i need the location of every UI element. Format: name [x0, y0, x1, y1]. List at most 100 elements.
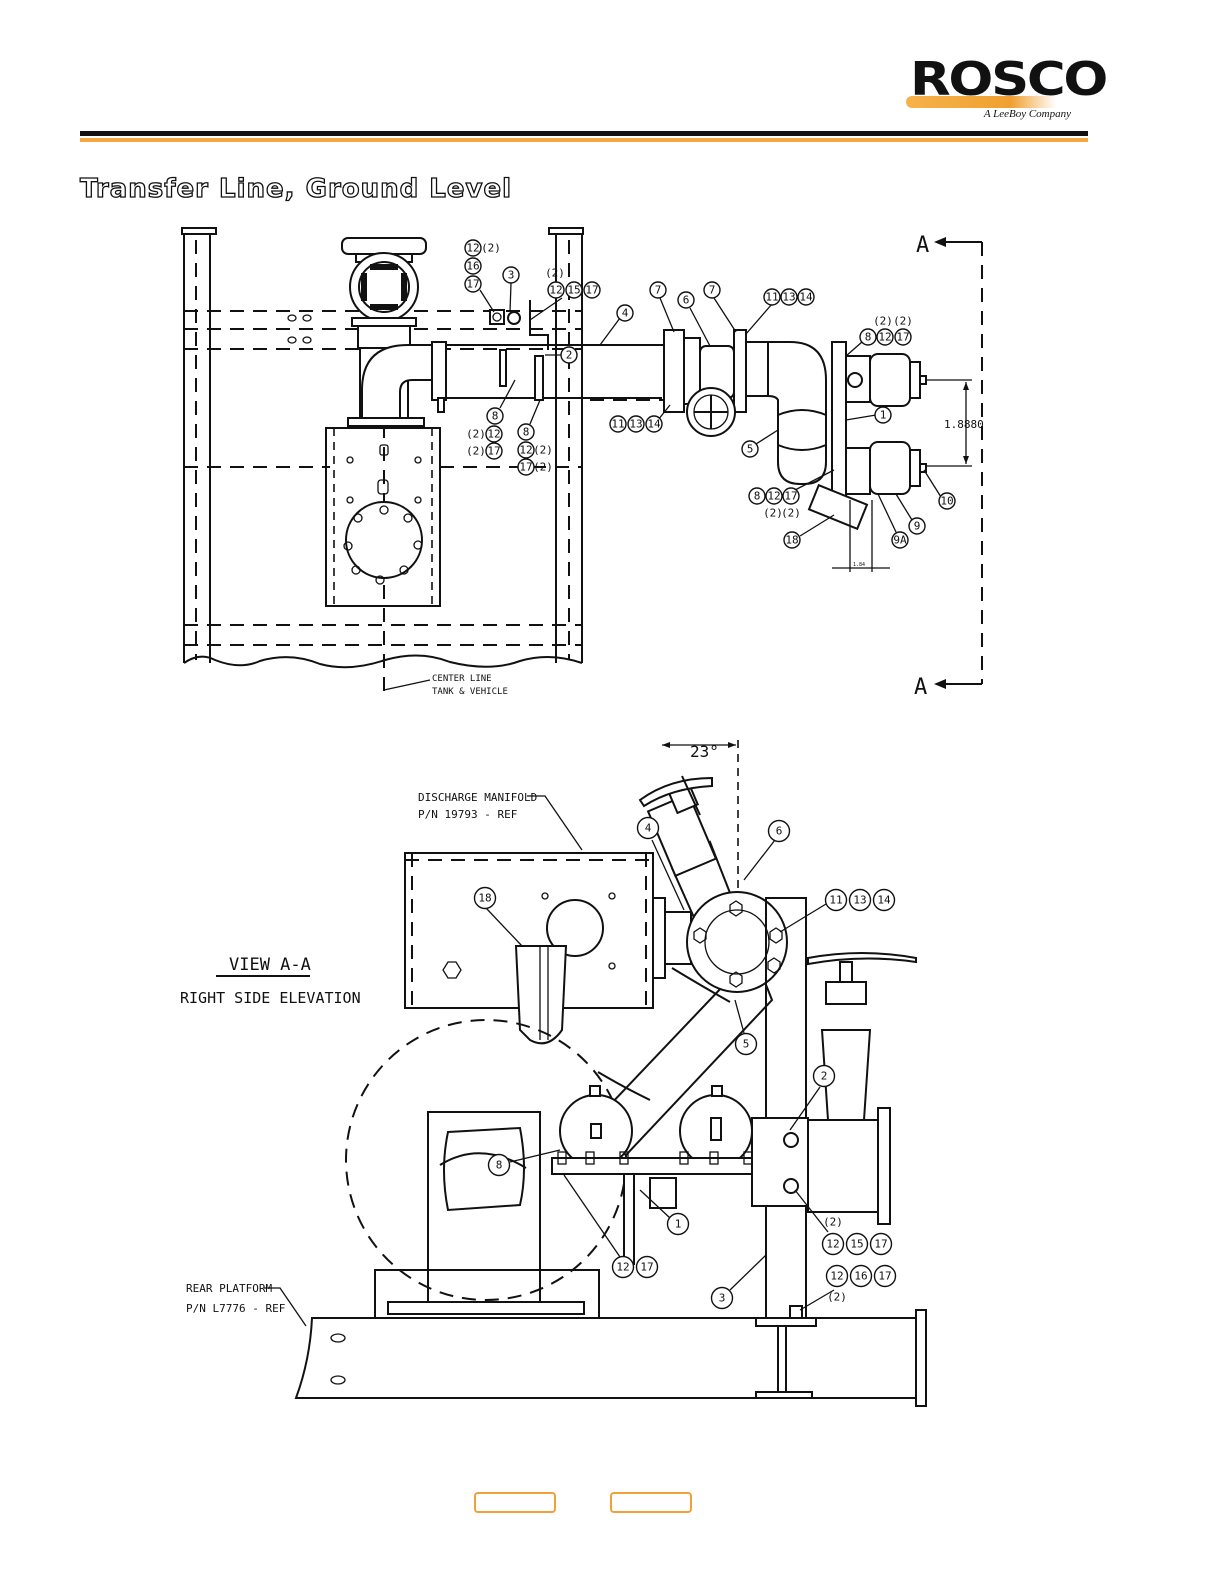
callout-text: 12 [830, 1270, 843, 1283]
callout-bubble: (2) [763, 507, 783, 520]
callout-circle [797, 288, 815, 306]
callout-bubble: 6 [767, 819, 791, 843]
callout-bubble: (2) [893, 315, 913, 328]
callout-text: 17 [487, 445, 500, 458]
callout-bubble: (2) [466, 428, 486, 441]
callout-text: 14 [647, 418, 661, 431]
callout-circle [547, 281, 565, 299]
callout-text: 15 [850, 1238, 863, 1251]
callout-text: 1 [880, 409, 887, 422]
callout-bubble: 17 [464, 275, 482, 293]
callout-circle [486, 407, 504, 425]
callout-text: 12 [549, 284, 562, 297]
callout-text: 11 [611, 418, 624, 431]
callout-text: 6 [683, 294, 690, 307]
dimension-small: 1.84 [853, 562, 865, 568]
callout-circle [741, 440, 759, 458]
callout-circle [908, 517, 926, 535]
callout-circle [849, 1264, 873, 1288]
callout-circle [874, 406, 892, 424]
callout-bubble: 11 [609, 415, 627, 433]
callout-text: 14 [877, 894, 891, 907]
gate-valve-handwheel [341, 237, 427, 349]
angle-23: 23° [690, 742, 719, 761]
callout-text: 5 [743, 1038, 750, 1051]
callout-bubble: 8 [486, 407, 504, 425]
callout-text: 13 [629, 418, 642, 431]
callout-circle [938, 492, 956, 510]
callout-circle [611, 1255, 635, 1279]
callout-text: 8 [492, 410, 499, 423]
section-mark-a-bottom: A [914, 675, 927, 700]
callout-text: 12 [487, 428, 500, 441]
callout-text: (2) [827, 1291, 847, 1304]
callout-bubble: 1 [874, 406, 892, 424]
callout-text: (2) [481, 242, 501, 255]
callout-bubble: 12 [825, 1264, 849, 1288]
callout-circle [636, 816, 660, 840]
callout-bubble: (2) [481, 242, 501, 255]
callout-text: (2) [466, 445, 486, 458]
callout-bubble: 8 [517, 423, 535, 441]
callout-text: (2) [823, 1216, 843, 1229]
callout-text: 2 [566, 349, 573, 362]
callout-text: 4 [622, 307, 629, 320]
callout-circle [765, 487, 783, 505]
callout-text: (2) [545, 267, 565, 280]
callout-bubble: (2) [873, 315, 893, 328]
callout-text: 12 [826, 1238, 839, 1251]
callout-bubble: (2) [827, 1291, 847, 1304]
callout-circle [473, 886, 497, 910]
callout-bubble: 9A [891, 531, 909, 549]
callout-bubble: 8 [859, 328, 877, 346]
callout-text: 8 [496, 1159, 503, 1172]
callout-text: (2) [763, 507, 783, 520]
callout-text: 12 [616, 1261, 629, 1274]
callout-bubble: 12 [611, 1255, 635, 1279]
callout-text: 1 [675, 1218, 682, 1231]
callout-circle [616, 304, 634, 322]
callout-circle [782, 487, 800, 505]
callout-text: 7 [709, 284, 716, 297]
callout-circle [845, 1232, 869, 1256]
callout-circle [464, 275, 482, 293]
callout-bubble: 16 [849, 1264, 873, 1288]
callout-circle [635, 1255, 659, 1279]
callout-circle [517, 441, 535, 459]
callout-bubble: 8 [487, 1153, 511, 1177]
prev-page-button[interactable] [474, 1492, 556, 1513]
logo-swoosh [906, 96, 1056, 108]
callout-bubble: 3 [502, 266, 520, 284]
callout-circle [677, 291, 695, 309]
callout-circle [649, 281, 667, 299]
callout-bubble: 12 [821, 1232, 845, 1256]
callout-text: 14 [799, 291, 813, 304]
callout-circle [873, 1264, 897, 1288]
next-page-button[interactable] [610, 1492, 692, 1513]
callout-text: (2) [533, 444, 553, 457]
section-mark-a-top: A [916, 233, 929, 258]
callout-bubble: 2 [560, 346, 578, 364]
transfer-pipe-top [361, 300, 827, 485]
callout-text: 8 [754, 490, 761, 503]
callout-text: 17 [640, 1261, 653, 1274]
callout-bubble: 4 [616, 304, 634, 322]
callout-bubble: 7 [703, 281, 721, 299]
callout-bubble: 18 [783, 531, 801, 549]
callout-bubble: 11 [824, 888, 848, 912]
discharge-label-2: P/N 19793 - REF [418, 808, 517, 821]
callout-circle [848, 888, 872, 912]
callout-bubble: 12 [765, 487, 783, 505]
callout-bubble: (2) [781, 507, 801, 520]
page-title: Transfer Line, Ground Level [79, 173, 513, 204]
callout-circle [891, 531, 909, 549]
callout-bubble: 1 [666, 1212, 690, 1236]
callout-circle [821, 1232, 845, 1256]
callout-bubble: (2) [823, 1216, 843, 1229]
callout-bubble: 17 [517, 458, 535, 476]
callout-text: 18 [478, 892, 491, 905]
callout-circle [583, 281, 601, 299]
callout-text: 17 [466, 278, 479, 291]
platform-label-2: P/N L7776 - REF [186, 1302, 285, 1315]
